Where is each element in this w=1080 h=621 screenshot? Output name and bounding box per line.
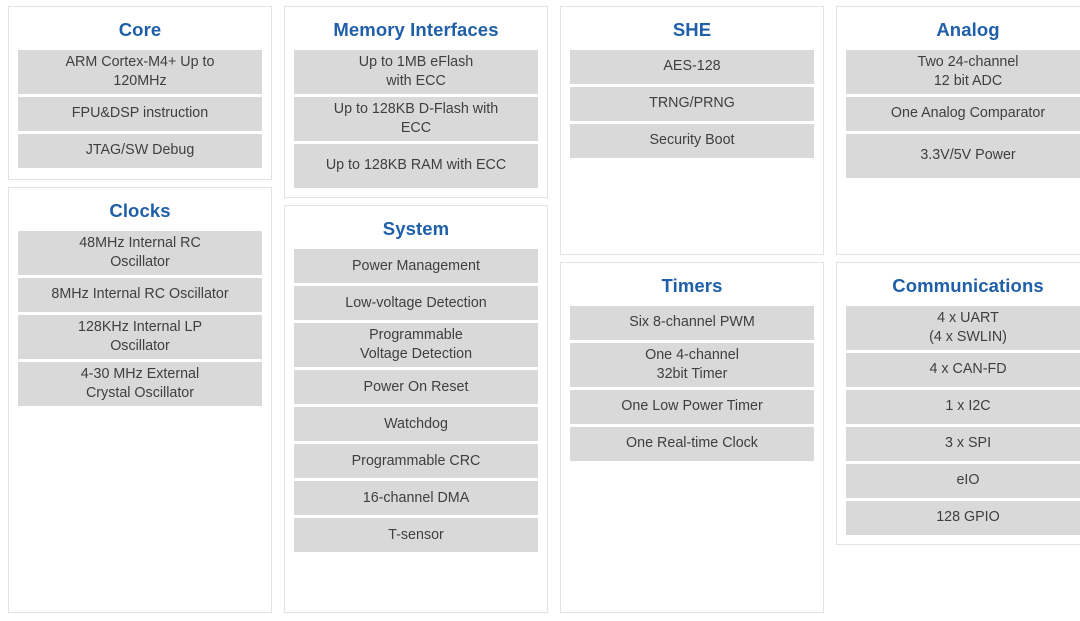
column-2: Memory Interfaces Up to 1MB eFlash with E… xyxy=(284,6,548,613)
feature-item: Power On Reset xyxy=(294,370,538,405)
feature-item: ARM Cortex-M4+ Up to 120MHz xyxy=(18,50,262,95)
panel-memory-interfaces: Memory Interfaces Up to 1MB eFlash with E… xyxy=(284,6,548,199)
feature-item: 4 x UART (4 x SWLIN) xyxy=(846,306,1080,351)
feature-item: One Real-time Clock xyxy=(570,427,814,462)
feature-item: Watchdog xyxy=(294,407,538,442)
feature-item: Six 8-channel PWM xyxy=(570,306,814,341)
feature-item: 3 x SPI xyxy=(846,427,1080,462)
feature-item: Security Boot xyxy=(570,124,814,159)
feature-item: TRNG/PRNG xyxy=(570,87,814,122)
feature-item: Up to 128KB D-Flash with ECC xyxy=(294,97,538,142)
panel-title-memory-interfaces: Memory Interfaces xyxy=(333,19,499,40)
feature-item: 3.3V/5V Power xyxy=(846,134,1080,179)
feature-item: 8MHz Internal RC Oscillator xyxy=(18,278,262,313)
feature-item: Programmable CRC xyxy=(294,444,538,479)
feature-item: Programmable Voltage Detection xyxy=(294,323,538,368)
feature-item: FPU&DSP instruction xyxy=(18,97,262,132)
feature-item: 128 GPIO xyxy=(846,501,1080,536)
panel-title-communications: Communications xyxy=(892,275,1044,296)
panel-title-she: SHE xyxy=(672,19,712,40)
feature-item: 128KHz Internal LP Oscillator xyxy=(18,315,262,360)
feature-item: AES-128 xyxy=(570,50,814,85)
panel-title-core: Core xyxy=(118,19,162,40)
feature-item: 4-30 MHz External Crystal Oscillator xyxy=(18,362,262,407)
feature-item: 16-channel DMA xyxy=(294,481,538,516)
feature-item: 4 x CAN-FD xyxy=(846,353,1080,388)
panel-communications: Communications 4 x UART (4 x SWLIN)4 x CA… xyxy=(836,262,1080,546)
panel-title-analog: Analog xyxy=(936,19,1000,40)
feature-item: One 4-channel 32bit Timer xyxy=(570,343,814,388)
feature-item: T-sensor xyxy=(294,518,538,553)
feature-item: One Analog Comparator xyxy=(846,97,1080,132)
feature-item: 1 x I2C xyxy=(846,390,1080,425)
panel-title-timers: Timers xyxy=(661,275,723,296)
feature-item: Up to 1MB eFlash with ECC xyxy=(294,50,538,95)
feature-item: 48MHz Internal RC Oscillator xyxy=(18,231,262,276)
feature-item: Two 24-channel 12 bit ADC xyxy=(846,50,1080,95)
feature-item: eIO xyxy=(846,464,1080,499)
feature-item: One Low Power Timer xyxy=(570,390,814,425)
feature-item: JTAG/SW Debug xyxy=(18,134,262,169)
feature-item: Low-voltage Detection xyxy=(294,286,538,321)
panel-title-clocks: Clocks xyxy=(109,200,171,221)
panel-title-system: System xyxy=(382,218,450,240)
feature-item: Up to 128KB RAM with ECC xyxy=(294,144,538,189)
feature-item: Power Management xyxy=(294,249,538,284)
